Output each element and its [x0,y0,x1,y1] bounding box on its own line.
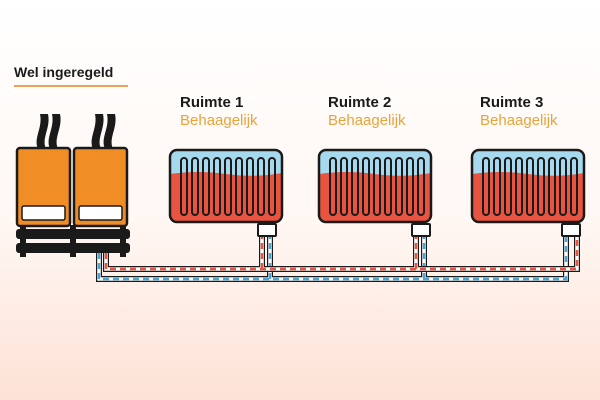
room-1-name: Ruimte 1 [180,94,244,111]
boiler-stand [16,225,130,257]
radiator-2 [317,148,433,237]
room-3-status: Behaagelijk [480,112,558,129]
title-underline [14,85,128,87]
boiler-1 [15,114,72,228]
supply-pipe [103,236,580,272]
pipe-network [96,236,580,282]
room-3-name: Ruimte 3 [480,94,544,111]
return-pipe [96,236,569,282]
radiator-1 [168,148,284,237]
room-2-status: Behaagelijk [328,112,406,129]
diagram-title: Wel ingeregeld [14,64,114,80]
room-2-name: Ruimte 2 [328,94,392,111]
radiator-3 [470,148,586,237]
boiler-2 [72,114,129,228]
room-1-status: Behaagelijk [180,112,258,129]
